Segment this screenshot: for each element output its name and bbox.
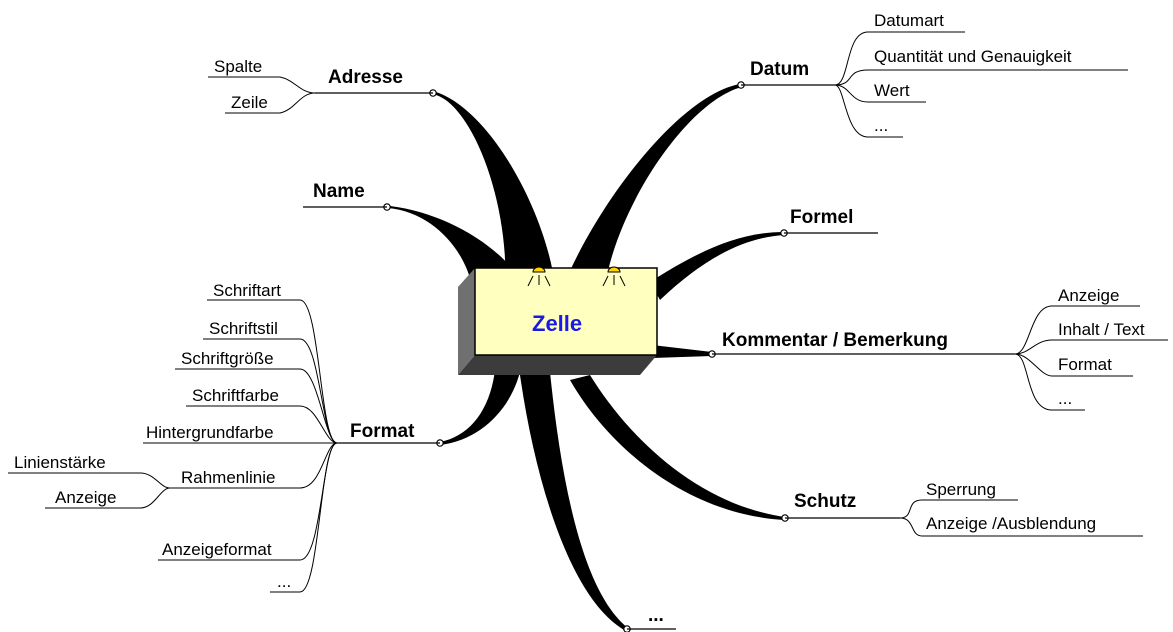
node-rahmenlinie: Rahmenlinie — [181, 468, 276, 487]
node-anzeigeformat: Anzeigeformat — [162, 540, 272, 559]
branch-name — [388, 206, 515, 278]
node-rahmen-anzeige: Anzeige — [55, 488, 117, 507]
branch-label-format: Format — [350, 421, 415, 442]
node-quantitaet: Quantität und Genauigkeit — [874, 47, 1072, 66]
branch-format — [440, 370, 520, 445]
node-schriftstil: Schriftstil — [209, 319, 278, 338]
branch-label-datum: Datum — [750, 59, 810, 80]
node-schriftgroesse: Schriftgröße — [181, 349, 274, 368]
sub-branches — [8, 31, 1168, 593]
node-wert: Wert — [874, 81, 910, 100]
node-zeile: Zeile — [231, 93, 268, 112]
node-anzeige: Anzeige — [1058, 286, 1120, 305]
branch-label-kommentar: Kommentar / Bemerkung — [722, 330, 948, 351]
branch-kommentar — [652, 345, 712, 358]
branch-label-formel: Formel — [790, 207, 854, 228]
lamp-icon — [602, 266, 626, 287]
branch-datum — [565, 84, 742, 285]
branch-more — [520, 372, 628, 631]
node-sperrung: Sperrung — [926, 480, 996, 499]
branch-formel — [650, 232, 784, 300]
center-label: Zelle — [532, 311, 583, 336]
node-anzeige-ausblendung: Anzeige /Ausblendung — [926, 514, 1097, 533]
node-schriftart: Schriftart — [213, 281, 282, 300]
node-spalte: Spalte — [214, 57, 263, 76]
branch-label-more: ... — [648, 605, 664, 626]
branch-schutz — [570, 375, 785, 520]
main-underlines — [303, 84, 1015, 630]
node-inhalt-text: Inhalt / Text — [1058, 320, 1145, 339]
node-kommentar-more: ... — [1058, 389, 1073, 408]
node-datum-more: ... — [874, 116, 889, 135]
node-linienstaerke: Linienstärke — [14, 453, 106, 472]
center-node — [458, 266, 658, 375]
main-branches — [388, 84, 785, 631]
node-format: Format — [1058, 355, 1112, 374]
branch-label-schutz: Schutz — [794, 491, 857, 512]
branch-label-name: Name — [313, 181, 365, 202]
node-datumart: Datumart — [874, 11, 944, 30]
node-schriftfarbe: Schriftfarbe — [192, 386, 279, 405]
branch-label-adresse: Adresse — [328, 67, 403, 88]
node-hintergrundfarbe: Hintergrundfarbe — [146, 423, 274, 442]
lamp-icon — [527, 266, 551, 287]
node-format-more: ... — [277, 572, 292, 591]
branch-adresse — [432, 92, 555, 290]
